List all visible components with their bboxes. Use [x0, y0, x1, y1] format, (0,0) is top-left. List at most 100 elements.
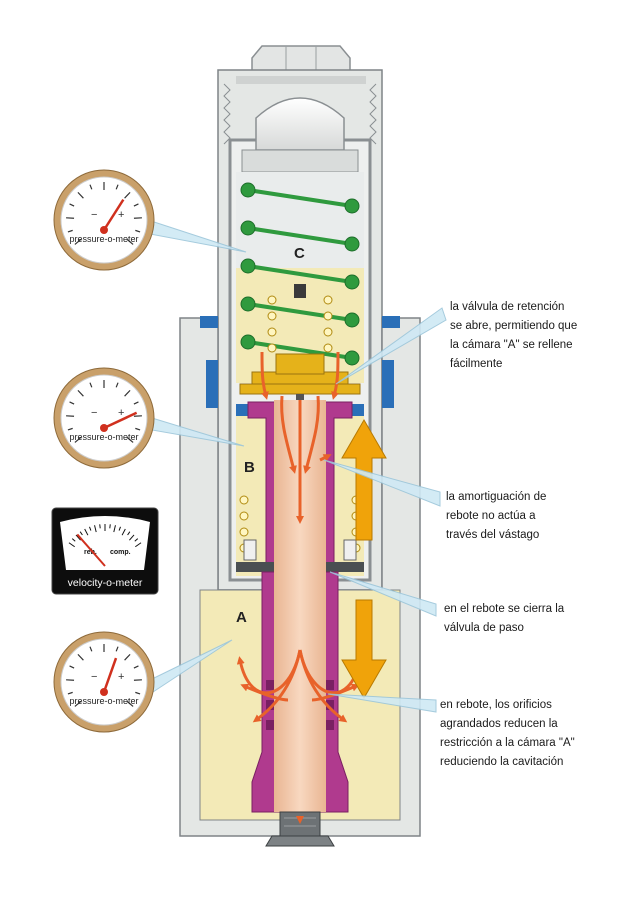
- gauge-needle: [103, 411, 138, 430]
- gauge-tick: [89, 646, 93, 652]
- callout-line: la válvula de retención: [450, 301, 565, 313]
- callout-line: se abre, permitiendo que: [450, 320, 578, 332]
- plus-symbol: +: [118, 209, 124, 221]
- callout-line: en el rebote se cierra la: [444, 603, 565, 615]
- gauge-ticks: [66, 644, 142, 707]
- gauge-tick: [126, 238, 134, 245]
- gauge-tick: [67, 427, 73, 431]
- base-valve-right: [343, 539, 357, 561]
- plus-symbol: +: [118, 671, 124, 683]
- top-cap: [241, 97, 359, 173]
- velocity-tick: [127, 531, 131, 536]
- spring-coil-dots: [240, 182, 360, 366]
- chamber-label-c: C: [294, 245, 305, 262]
- gauge-ticks: [66, 182, 142, 245]
- rod-orifices: [266, 680, 334, 730]
- gauge-tick: [115, 184, 119, 190]
- minus-symbol: −: [91, 407, 97, 419]
- velocity-tick: [118, 526, 121, 531]
- flow-arrows: [236, 351, 364, 824]
- pressure-gauge-top: − + pressure-o-meter: [53, 169, 155, 271]
- callout-line: fácilmente: [450, 358, 503, 370]
- gauge-tick: [77, 389, 84, 397]
- callout-line: rebote no actúa a: [446, 510, 536, 522]
- callout-line: restricción a la cámara "A": [440, 737, 575, 749]
- velocity-meter: reb. comp. velocity-o-meter: [51, 507, 159, 595]
- callout-rod-rebound: la amortiguación de rebote no actúa a tr…: [446, 488, 546, 545]
- callout-base-valve: en el rebote se cierra la válvula de pas…: [444, 600, 564, 638]
- gauge-tick: [133, 203, 139, 207]
- gauge-tick: [69, 401, 75, 405]
- velocity-caption: velocity-o-meter: [68, 577, 143, 589]
- rod-flow-arrow: [319, 454, 332, 462]
- velocity-tick: [75, 534, 81, 541]
- gas-chamber-c: [236, 172, 364, 268]
- callout-line: en rebote, los orificios: [440, 699, 552, 711]
- gauge-tick: [77, 191, 84, 199]
- gauge-tick: [133, 665, 139, 669]
- pressure-gauge-middle: − + pressure-o-meter: [53, 367, 155, 469]
- velocity-tick: [94, 525, 97, 533]
- gauge-needle: [102, 198, 125, 231]
- callout-line: agrandados reducen la: [440, 718, 558, 730]
- gauge-ticks: [66, 380, 142, 443]
- gauge-caption: pressure-o-meter: [69, 696, 138, 706]
- velocity-tick: [68, 542, 75, 548]
- velocity-tick: [135, 542, 142, 548]
- gauge-tick: [115, 646, 119, 652]
- check-valve-spring: [267, 295, 333, 353]
- gauge-caption: pressure-o-meter: [69, 234, 138, 244]
- gauge-tick: [126, 436, 134, 443]
- velocity-tick: [71, 538, 76, 542]
- velocity-tick: [84, 528, 89, 536]
- piston-seal-left: [236, 404, 250, 416]
- gauge-tick: [67, 691, 73, 695]
- top-nut: [251, 45, 351, 73]
- gauge-tick: [74, 436, 82, 443]
- velocity-tick: [121, 528, 126, 536]
- gauge-tick: [74, 700, 82, 707]
- velocity-tick: [129, 534, 135, 541]
- gauge-tick: [135, 229, 141, 233]
- velocity-needle: [76, 533, 106, 567]
- rebound-label: reb.: [84, 549, 97, 556]
- chamber-label-b: B: [244, 459, 255, 476]
- velocity-tick: [134, 538, 139, 542]
- plus-symbol: +: [118, 407, 124, 419]
- pressure-gauge-bottom: − + pressure-o-meter: [53, 631, 155, 733]
- gauge-needle: [102, 657, 118, 693]
- gauge-tick: [89, 184, 93, 190]
- gauge-tick: [89, 382, 93, 388]
- gauge-tick: [124, 191, 131, 199]
- callout-check-valve: la válvula de retención se abre, permiti…: [450, 298, 577, 374]
- gauge-tick: [126, 700, 134, 707]
- gauge-tick: [77, 653, 84, 661]
- minus-symbol: −: [91, 209, 97, 221]
- gauge-tick: [135, 691, 141, 695]
- callout-line: través del vástago: [446, 529, 540, 541]
- base-valve-left: [243, 539, 257, 561]
- gauge-tick: [74, 238, 82, 245]
- gauge-tick: [135, 427, 141, 431]
- callout-line: la cámara "A" se rellene: [450, 339, 573, 351]
- gauge-tick: [69, 665, 75, 669]
- gauge-tick: [124, 653, 131, 661]
- piston-seal-right: [350, 404, 364, 416]
- gauge-caption: pressure-o-meter: [69, 432, 138, 442]
- gauge-tick: [133, 401, 139, 405]
- callout-orifices: en rebote, los orificios agrandados redu…: [440, 696, 575, 772]
- velocity-tick: [79, 531, 83, 536]
- gauge-tick: [69, 203, 75, 207]
- callout-line: reduciendo la cavitación: [440, 756, 564, 768]
- callout-line: la amortiguación de: [446, 491, 547, 503]
- gauge-tick: [124, 389, 131, 397]
- main-spring: [247, 188, 353, 360]
- callout-line: válvula de paso: [444, 622, 524, 634]
- direction-arrows: [341, 419, 387, 699]
- valve-bolt: [294, 284, 306, 298]
- velocity-tick: [113, 525, 116, 533]
- chamber-label-a: A: [236, 609, 247, 626]
- gauge-tick: [115, 382, 119, 388]
- velocity-tick: [89, 526, 92, 531]
